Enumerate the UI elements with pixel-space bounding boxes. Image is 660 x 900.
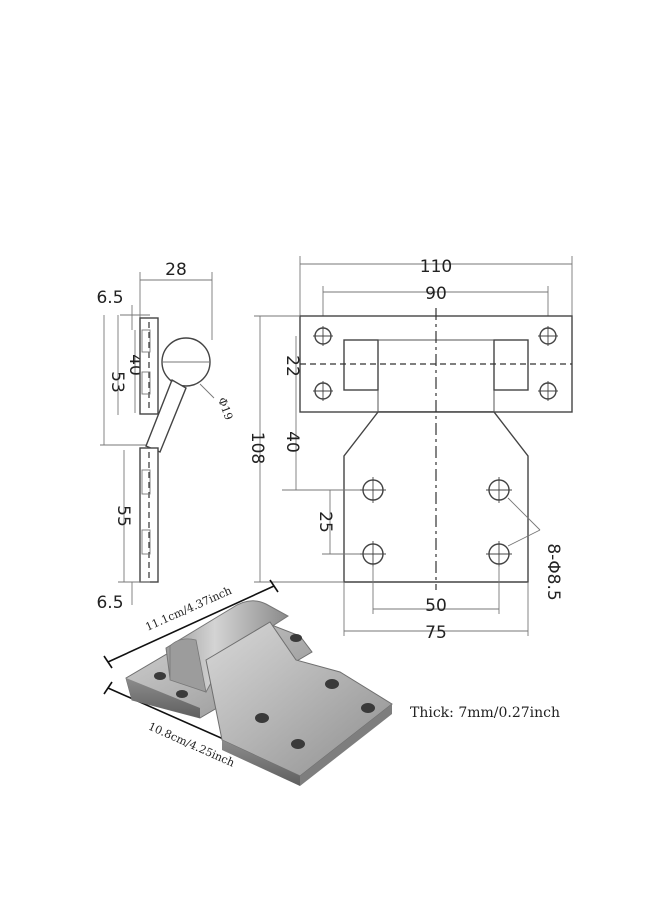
photo-hole — [290, 634, 302, 642]
lower-holes — [360, 477, 512, 567]
side-offset-leg — [145, 378, 187, 453]
photo-lower-edge — [222, 740, 300, 786]
dim-upper-hole-pitch-label: 22 — [282, 355, 302, 377]
dim-top-offset-label: 6.5 — [96, 288, 123, 308]
dim-lower-span-label: 55 — [113, 505, 133, 527]
dim-overall-width-label: 110 — [420, 257, 452, 277]
photo-plate-edge — [126, 678, 200, 718]
leader-line — [507, 497, 541, 531]
dim-lower-width-label: 75 — [425, 623, 447, 643]
dim-lower-hole-pitch-label: 25 — [315, 511, 335, 533]
countersink — [141, 371, 151, 395]
dim-overall-height-label: 108 — [247, 432, 267, 464]
side-view: 28 6.5 40 53 Φ19 55 6.5 — [96, 260, 235, 613]
front-view: 110 90 22 — [247, 256, 573, 643]
countersink — [141, 469, 151, 495]
dim-barrel-diameter-label: Φ19 — [215, 396, 235, 422]
photo-hole — [176, 690, 188, 698]
photo-hole — [325, 679, 339, 689]
dim-bottom-offset-label: 6.5 — [96, 593, 123, 613]
leader-line — [199, 383, 215, 399]
countersink — [141, 329, 151, 353]
leader-line — [507, 529, 541, 547]
photo-hole — [291, 739, 305, 749]
size-line-length — [107, 585, 275, 663]
photo-hole — [255, 713, 269, 723]
front-knuckle-right — [493, 339, 529, 391]
dim-lower-hole-spacing-label: 50 — [425, 596, 447, 616]
hinge-product-photo: 11.1cm/4.37inch 10.8cm/4.25inch Thick: 7… — [103, 579, 560, 786]
dim-hole-callout-label: 8-Φ8.5 — [543, 543, 563, 600]
dim-upper-hole-spacing-label: 90 — [425, 284, 447, 304]
upper-holes — [313, 326, 558, 401]
countersink — [141, 529, 151, 555]
dim-width-label: 28 — [165, 260, 187, 280]
photo-hole — [361, 703, 375, 713]
thickness-label: Thick: 7mm/0.27inch — [410, 705, 560, 721]
front-knuckle-left — [343, 339, 379, 391]
photo-hole — [154, 672, 166, 680]
photo-knuckle-end — [169, 638, 207, 693]
dim-upper-total-label: 53 — [107, 371, 127, 393]
dim-offset-label: 40 — [282, 431, 302, 453]
photo-lower-edge-side — [300, 704, 392, 786]
